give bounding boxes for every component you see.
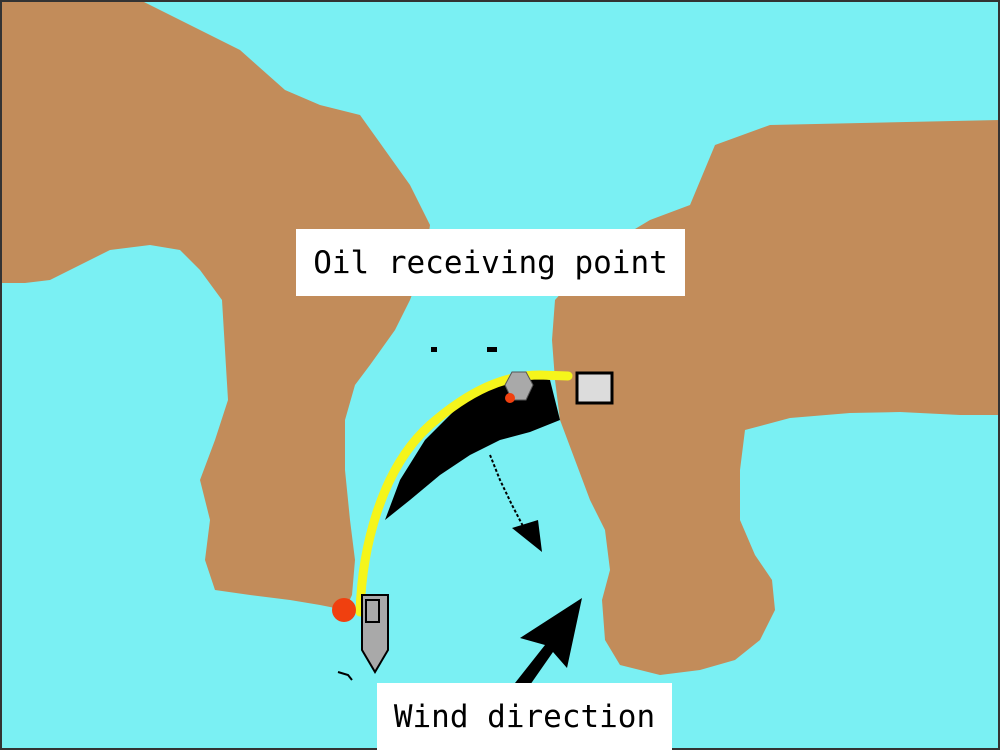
debris-mark bbox=[337, 671, 353, 681]
wind-arrow-icon bbox=[515, 598, 582, 685]
boat-marker-red bbox=[332, 598, 356, 622]
debris-mark bbox=[431, 347, 437, 352]
current-arrow-icon bbox=[489, 454, 526, 531]
boat-icon bbox=[361, 594, 389, 674]
oil-slick bbox=[385, 375, 560, 520]
debris-mark bbox=[487, 347, 497, 352]
receiving-marker-red bbox=[505, 393, 515, 403]
oil-receiving-point-label: Oil receiving point bbox=[296, 229, 685, 296]
left-landmass bbox=[0, 0, 430, 610]
current-arrowhead bbox=[512, 520, 542, 552]
buoy-icon bbox=[504, 371, 534, 401]
wind-direction-label: Wind direction bbox=[377, 683, 672, 750]
storage-tank-icon bbox=[575, 371, 614, 405]
